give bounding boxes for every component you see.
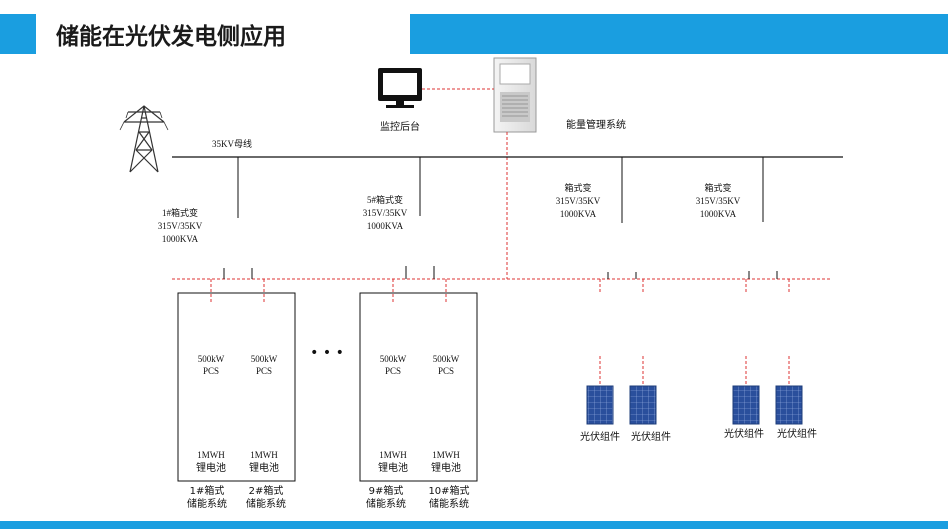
pv-panel-4 xyxy=(775,385,803,425)
battery-type-4: 锂电池 xyxy=(431,461,461,474)
battery-type-3: 锂电池 xyxy=(378,461,408,474)
pcs-type-2: PCS xyxy=(256,366,272,376)
pv-panel-3 xyxy=(732,385,760,425)
storage-system-type-4: 储能系统 xyxy=(429,497,469,510)
header-accent-right xyxy=(410,14,948,54)
transformer-capacity-4: 1000KVA xyxy=(700,209,737,219)
battery-capacity-3: 1MWH xyxy=(379,450,407,460)
storage-system-name-3: 9#箱式 xyxy=(369,484,404,497)
monitor-label: 监控后台 xyxy=(380,120,420,133)
pcs-rating-2: 500kW xyxy=(251,354,278,364)
page-title: 储能在光伏发电侧应用 xyxy=(56,23,286,50)
pcs-type-3: PCS xyxy=(385,366,401,376)
pcs-type-1: PCS xyxy=(203,366,219,376)
ems-cabinet-icon xyxy=(493,57,537,133)
pcs-rating-3: 500kW xyxy=(380,354,407,364)
transformer-ratio-2: 315V/35KV xyxy=(363,208,408,218)
monitor-icon xyxy=(378,68,422,108)
battery-type-1: 锂电池 xyxy=(196,461,226,474)
storage-system-type-1: 储能系统 xyxy=(187,497,227,510)
storage-system-name-4: 10#箱式 xyxy=(428,484,469,497)
battery-capacity-1: 1MWH xyxy=(197,450,225,460)
storage-group-right xyxy=(359,292,478,482)
transmission-tower-icon xyxy=(119,105,169,173)
header-accent-left xyxy=(0,14,36,54)
pcs-rating-4: 500kW xyxy=(433,354,460,364)
transformer-capacity-1: 1000KVA xyxy=(162,234,199,244)
storage-system-name-1: 1#箱式 xyxy=(190,484,225,497)
pv-panel-1 xyxy=(586,385,614,425)
battery-capacity-4: 1MWH xyxy=(432,450,460,460)
ems-label: 能量管理系统 xyxy=(566,118,626,131)
transformer-ratio-3: 315V/35KV xyxy=(556,196,601,206)
pcs-rating-1: 500kW xyxy=(198,354,225,364)
storage-group-left xyxy=(177,292,296,482)
battery-capacity-2: 1MWH xyxy=(250,450,278,460)
transformer-capacity-2: 1000KVA xyxy=(367,221,404,231)
pv-module-label-2: 光伏组件 xyxy=(631,430,671,443)
storage-system-name-2: 2#箱式 xyxy=(249,484,284,497)
pv-module-label-1: 光伏组件 xyxy=(580,430,620,443)
storage-system-type-3: 储能系统 xyxy=(366,497,406,510)
pv-panel-2 xyxy=(629,385,657,425)
footer-bar xyxy=(0,521,948,529)
pv-module-label-4: 光伏组件 xyxy=(777,427,817,440)
transformer-capacity-3: 1000KVA xyxy=(560,209,597,219)
ellipsis: • • • xyxy=(310,345,344,361)
bus-label: 35KV母线 xyxy=(212,138,252,149)
pv-module-label-3: 光伏组件 xyxy=(724,427,764,440)
transformer-name-1: 1#箱式变 xyxy=(162,207,198,218)
transformer-name-3: 箱式变 xyxy=(564,182,591,193)
transformer-ratio-1: 315V/35KV xyxy=(158,221,203,231)
pcs-type-4: PCS xyxy=(438,366,454,376)
transformer-ratio-4: 315V/35KV xyxy=(696,196,741,206)
transformer-name-4: 箱式变 xyxy=(704,182,731,193)
battery-type-2: 锂电池 xyxy=(249,461,279,474)
transformer-name-2: 5#箱式变 xyxy=(367,194,403,205)
storage-system-type-2: 储能系统 xyxy=(246,497,286,510)
